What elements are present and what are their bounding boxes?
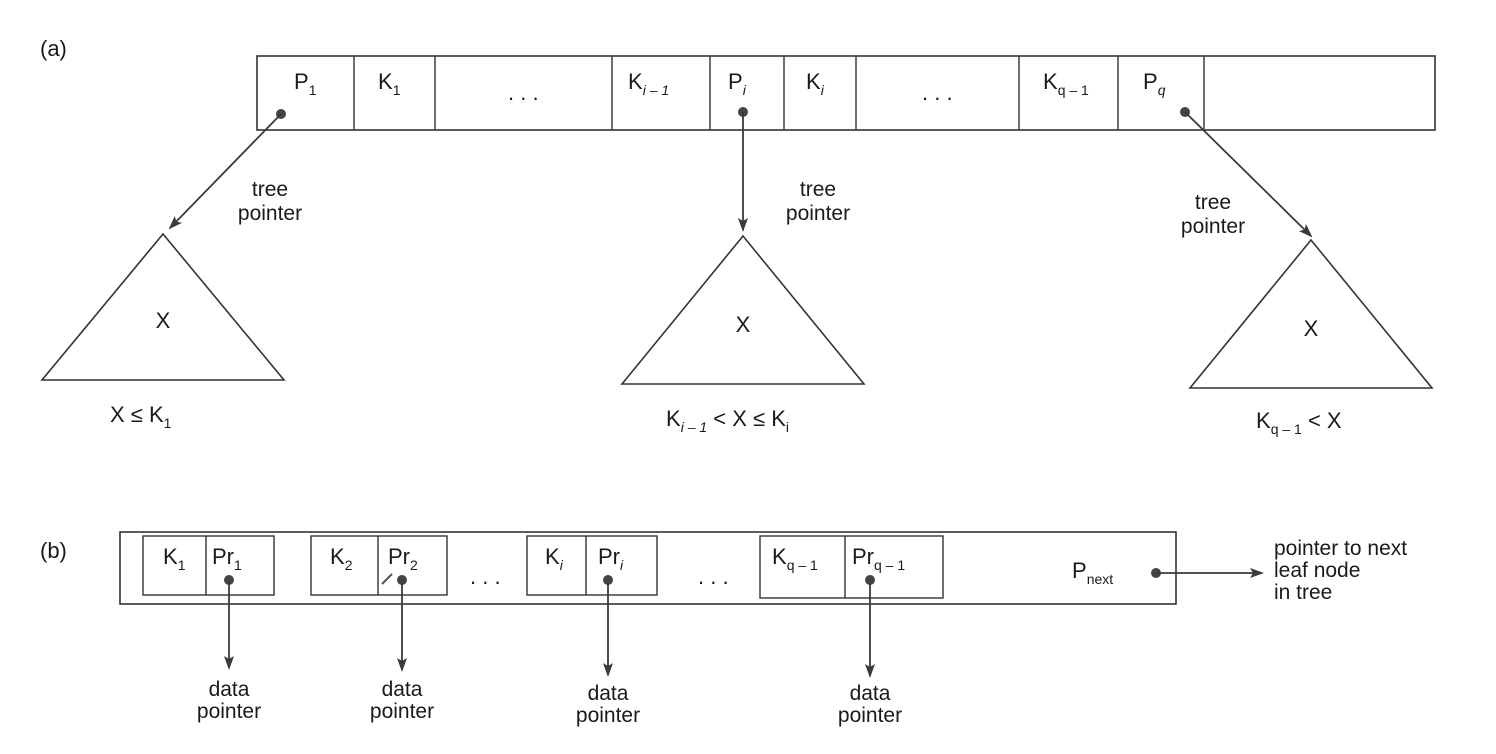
part-b-label: (b) <box>40 538 67 563</box>
subtree-x-3: X <box>1304 316 1319 341</box>
internal-node-dividers <box>353 56 1205 130</box>
subtree-x-1: X <box>156 308 171 333</box>
cell-k1: K1 <box>378 69 401 98</box>
leaf-node-record <box>119 531 1177 605</box>
cell-pi: Pi <box>728 69 747 98</box>
leaf-ptr-1: Pr1 <box>212 544 242 573</box>
leaf-ptr-4: Prq – 1 <box>852 544 905 573</box>
cell-pq: Pq <box>1143 69 1166 98</box>
tree-pointer-arrow-1 <box>168 113 282 230</box>
cell-p1: P1 <box>294 69 317 98</box>
p-next-label: Pnext <box>1072 558 1113 587</box>
leaf-key-3: Ki <box>545 544 564 573</box>
leaf-key-2: K2 <box>330 544 353 573</box>
cell-ki-minus-1: Ki – 1 <box>628 69 669 98</box>
leaf-ptr-3: Pri <box>598 544 624 573</box>
subtree-x-2: X <box>736 312 751 337</box>
leaf-key-4: Kq – 1 <box>772 544 818 573</box>
condition-1: X ≤ K1 <box>110 402 172 431</box>
cell-ellipsis-1: . . . <box>508 80 539 105</box>
leaf-entry-1 <box>142 535 275 596</box>
cell-kq-minus-1: Kq – 1 <box>1043 69 1089 98</box>
subtree-triangle-3 <box>1188 238 1434 389</box>
leaf-ellipsis-1: . . . <box>470 564 501 589</box>
leaf-ellipsis-2: . . . <box>698 564 729 589</box>
subtree-triangle-1 <box>40 232 286 381</box>
leaf-ptr-2: Pr2 <box>388 544 418 573</box>
cell-ellipsis-2: . . . <box>922 80 953 105</box>
leaf-entry-2 <box>310 535 448 596</box>
condition-2: Ki – 1 < X ≤ Ki <box>666 406 789 435</box>
internal-node-record <box>256 55 1436 131</box>
pen-mark <box>381 573 393 585</box>
leaf-entry-4 <box>759 535 944 599</box>
subtree-triangle-2 <box>620 234 866 385</box>
cell-ki: Ki <box>806 69 825 98</box>
part-a-label: (a) <box>40 36 67 61</box>
tree-pointer-arrow-3 <box>1184 111 1313 238</box>
leaf-entry-3 <box>526 535 658 596</box>
condition-3: Kq – 1 < X <box>1256 408 1342 437</box>
leaf-key-1: K1 <box>163 544 186 573</box>
